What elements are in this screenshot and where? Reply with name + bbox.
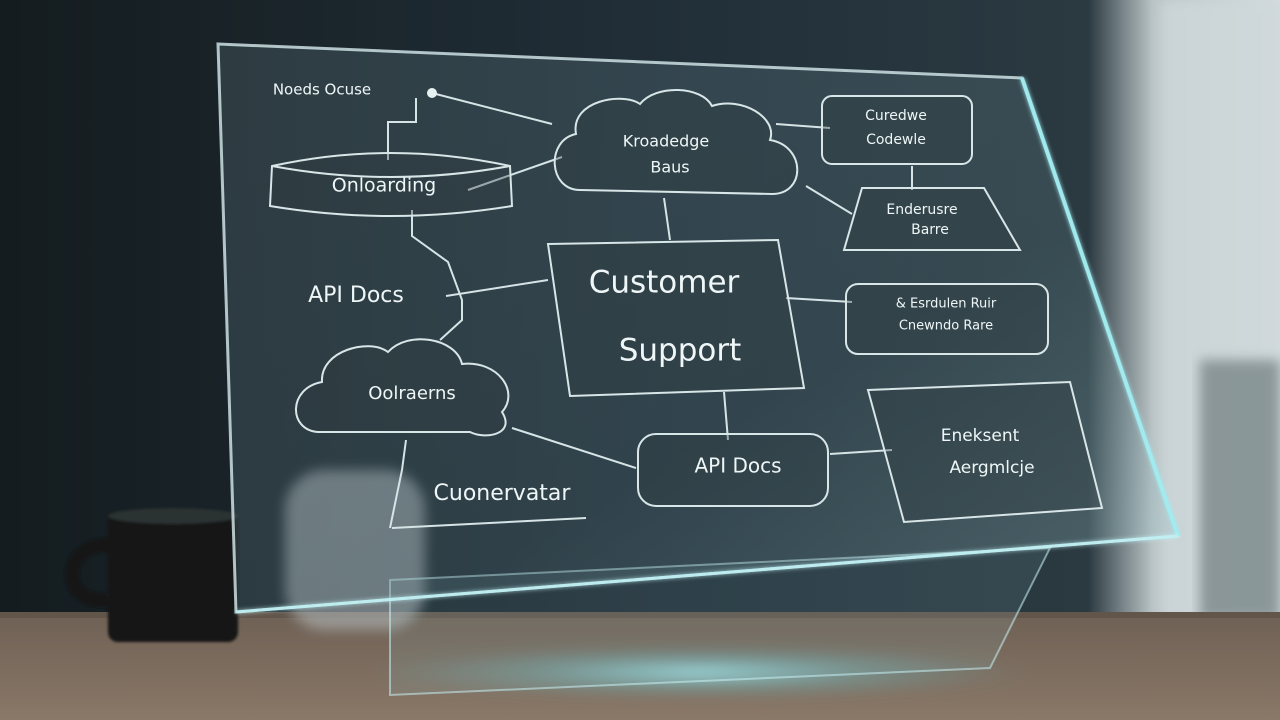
desk-edge	[0, 612, 1280, 618]
bottom-right-label-1: Eneksent	[941, 426, 1020, 446]
api-docs-bottom-label: API Docs	[694, 454, 781, 478]
top-left-label: Noeds Ocuse	[273, 81, 371, 99]
center-label-1: Customer	[589, 265, 740, 301]
edge-knowledge-trapezoid	[805, 185, 853, 215]
diagram-connectors	[387, 88, 913, 529]
cloud-left-label: Oolraerns	[368, 383, 456, 404]
edge-api-left-center	[445, 279, 549, 297]
top-right-label-1: Curedwe	[865, 108, 927, 124]
center-label-2: Support	[619, 333, 742, 369]
edge-label-onboarding	[387, 98, 417, 160]
window-landscape	[1200, 360, 1280, 620]
bottom-left-label: Cuonervatar	[434, 481, 572, 506]
node-api-docs-bottom: API Docs	[637, 433, 829, 507]
edge-bottom-left	[389, 439, 407, 529]
node-knowledge-base: Kroadedge Baus	[553, 89, 799, 196]
edge-center-rightmid	[785, 297, 853, 303]
trapezoid-label-1: Enderusre	[886, 202, 957, 218]
edge-onboarding-api	[411, 210, 463, 341]
node-cloud-left: Oolraerns	[295, 338, 510, 437]
node-top-right: Curedwe Codewle	[821, 95, 973, 165]
node-onboarding: Onloarding	[268, 152, 514, 217]
edge-node-dot	[427, 88, 437, 98]
edge-center-apibottom	[723, 391, 729, 441]
api-docs-left-label: API Docs	[308, 283, 404, 308]
bottom-left-underline	[391, 517, 587, 529]
coffee-mug	[65, 508, 238, 642]
edge-knowledge-center	[663, 197, 671, 241]
top-right-label-2: Codewle	[866, 132, 926, 148]
node-bottom-left: Cuonervatar	[391, 481, 587, 529]
node-bottom-right: Eneksent Aergmlcje	[866, 380, 1104, 524]
knowledge-base-label-1: Kroadedge	[623, 132, 709, 151]
knowledge-base-label-2: Baus	[650, 158, 689, 177]
right-mid-label-2: Cnewndo Rare	[899, 319, 993, 334]
right-mid-label-1: & Esrdulen Ruir	[896, 297, 997, 312]
onboarding-label: Onloarding	[332, 175, 436, 197]
node-trapezoid: Enderusre Barre	[842, 187, 1022, 251]
trapezoid-label-2: Barre	[911, 222, 949, 238]
bottom-right-label-2: Aergmlcje	[949, 458, 1034, 478]
edge-apibottom-bottomright	[829, 449, 893, 455]
node-right-mid: & Esrdulen Ruir Cnewndo Rare	[845, 283, 1049, 355]
node-customer-support: Customer Support	[546, 238, 806, 398]
edge-cloud-apibottom	[511, 427, 637, 469]
edge-onboarding-knowledge	[467, 156, 563, 191]
glass-panel	[216, 42, 1181, 614]
edge-top-label-knowledge	[431, 92, 553, 125]
